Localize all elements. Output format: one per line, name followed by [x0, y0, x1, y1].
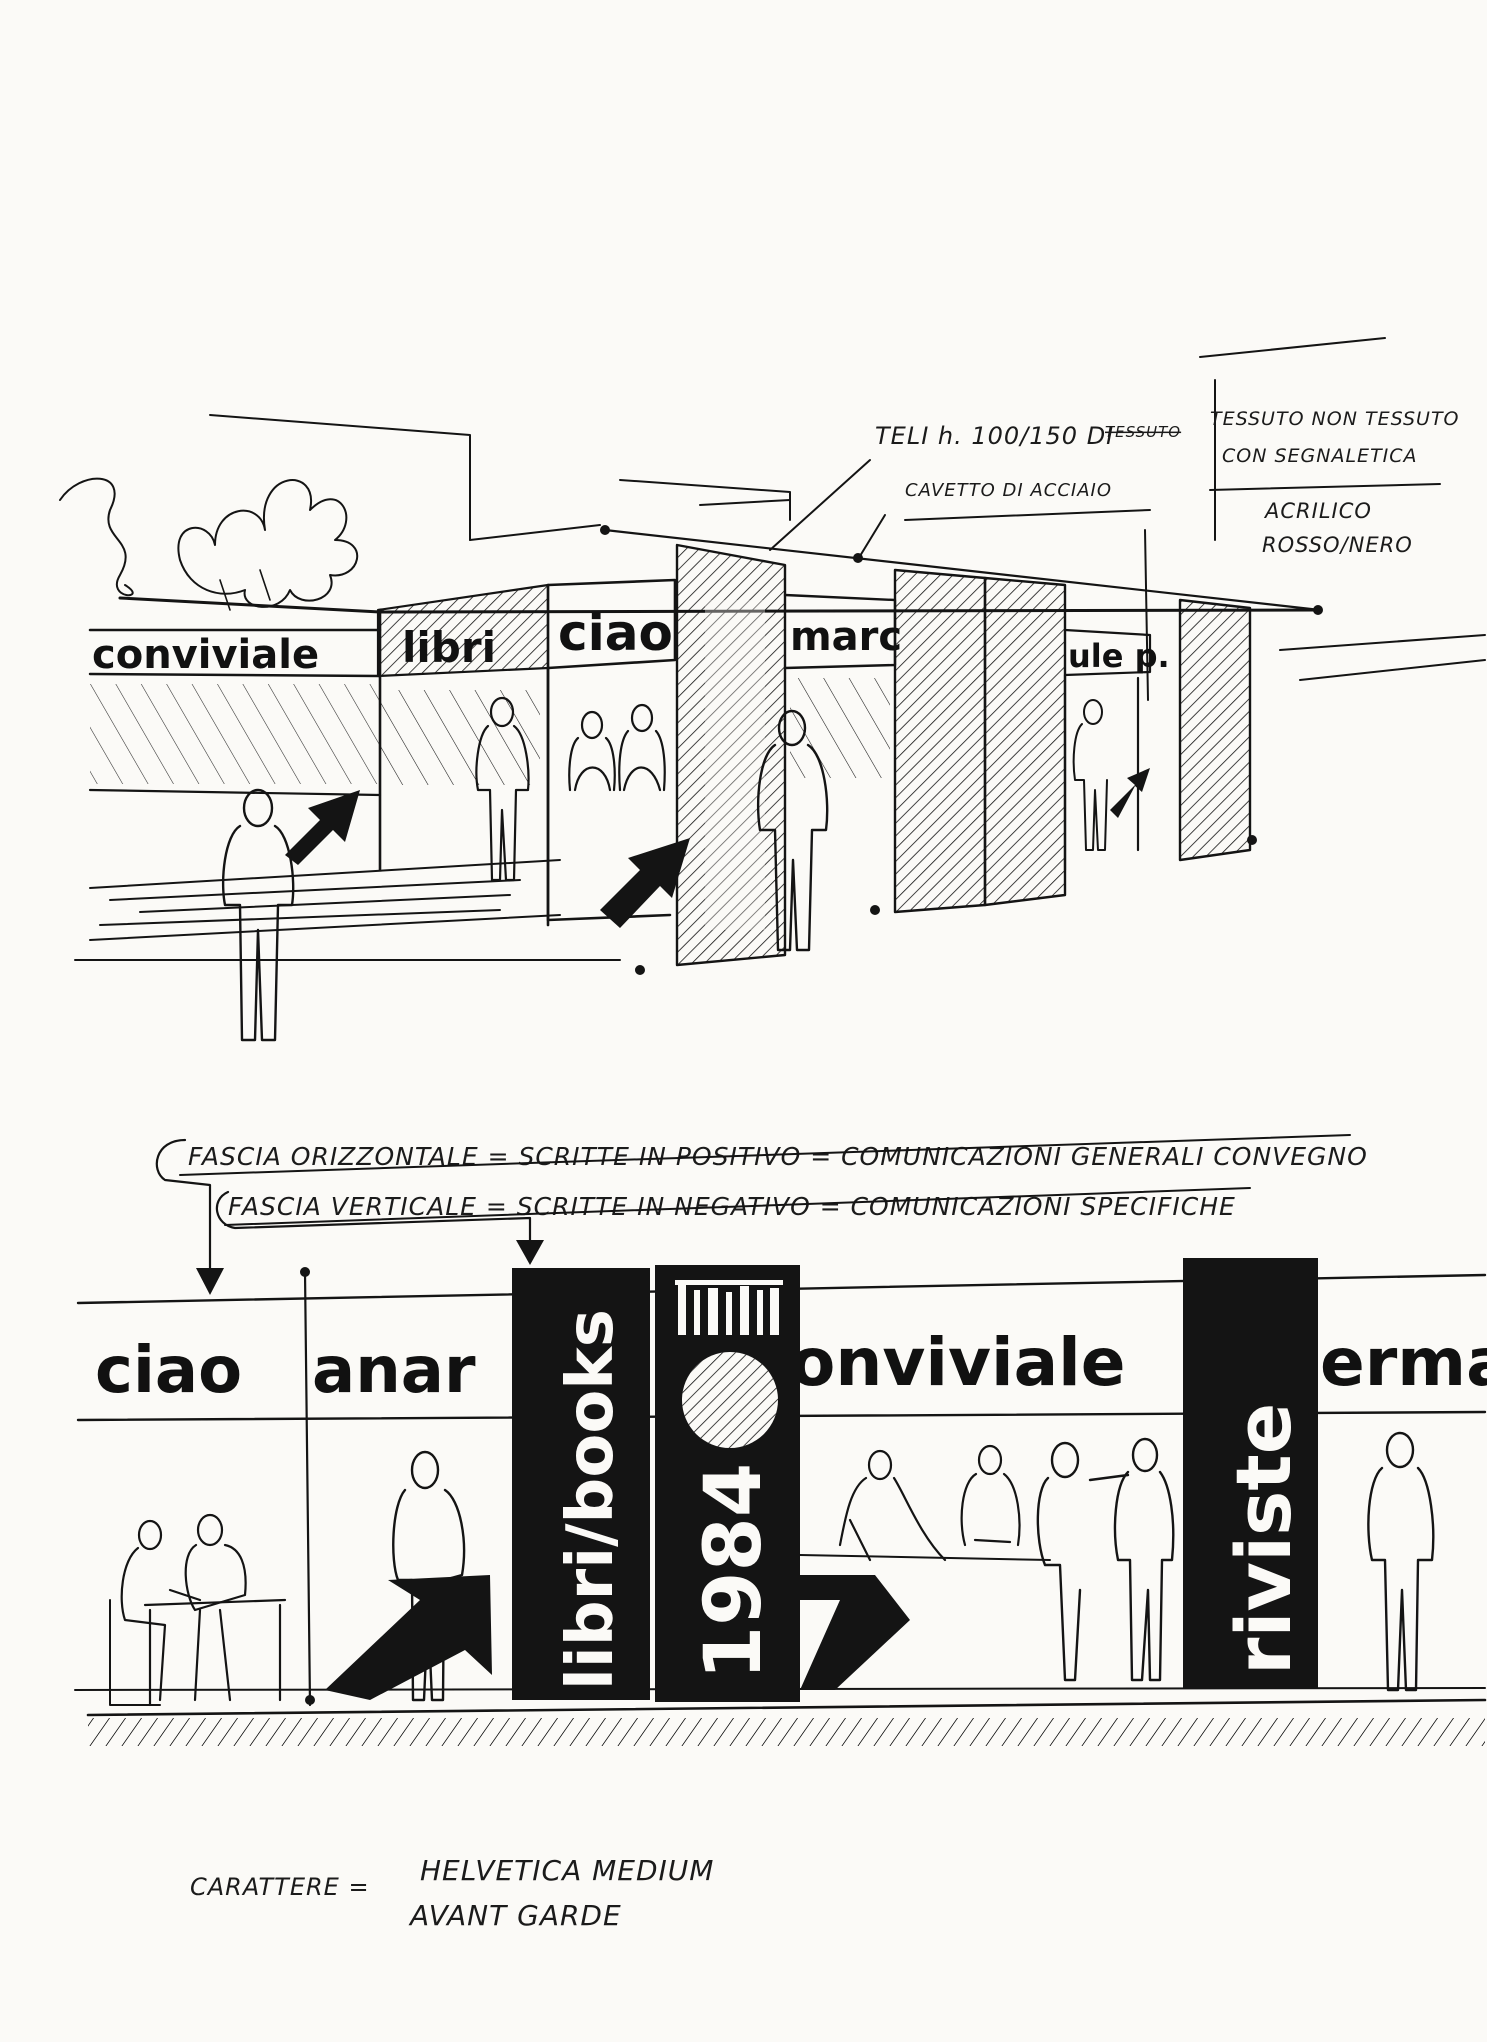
annotations-top: TELI h. 100/150 DI TESSUTO TESSUTO NON T…: [875, 408, 1460, 557]
sign-conviviale: conviviale: [92, 632, 319, 678]
banner-1984-label: 1984: [689, 1463, 779, 1680]
note-teli-struck: TESSUTO: [1105, 423, 1181, 441]
legend-orizzontale: FASCIA ORIZZONTALE = SCRITTE IN POSITIVO…: [188, 1142, 1368, 1171]
footer-notes: CARATTERE = HELVETICA MEDIUM AVANT GARDE: [190, 1854, 714, 1932]
banner-books: [512, 1268, 650, 1700]
band-conviviale: onviviale: [790, 1324, 1126, 1401]
footer-font-2: AVANT GARDE: [408, 1899, 622, 1932]
banner-riviste: [1183, 1258, 1318, 1688]
note-segnaletica: CON SEGNALETICA: [1222, 445, 1418, 467]
figure-right: [1072, 699, 1108, 851]
perspective-sketch: conviviale libri ciao marc ule p.: [59, 337, 1486, 1042]
legend: FASCIA ORIZZONTALE = SCRITTE IN POSITIVO…: [155, 1134, 1368, 1295]
sign-ciao: ciao: [558, 604, 673, 662]
band-erma: erma: [1320, 1324, 1487, 1401]
note-teli: TELI h. 100/150 DI: [875, 422, 1114, 450]
figure-far-right: [1367, 1431, 1435, 1692]
figures-counter: [838, 1444, 1021, 1562]
footer-font-1: HELVETICA MEDIUM: [420, 1854, 714, 1887]
figures-seated-left: [120, 1513, 247, 1702]
elevation-sketch: ciao anar onviviale erma libri/books 198…: [74, 1258, 1487, 1746]
figure-front-left: [221, 788, 295, 1042]
figure-center: [756, 709, 829, 952]
sign-ule: ule p.: [1068, 637, 1170, 675]
sign-marc: marc: [790, 614, 902, 660]
note-acrilico: ACRILICO: [1263, 499, 1372, 523]
note-rosso-nero: ROSSO/NERO: [1262, 533, 1413, 557]
figures-standing-right: [1036, 1437, 1175, 1682]
banner-1984: [655, 1265, 800, 1702]
figures-seated: [568, 703, 666, 792]
note-tessuto: TESSUTO NON TESSUTO: [1210, 408, 1460, 430]
sign-libri: libri: [402, 623, 496, 672]
figure-mid: [475, 696, 530, 882]
banner-stripes: [675, 1280, 783, 1335]
figure-standing-left: [392, 1450, 466, 1702]
footer-carattere: CARATTERE =: [190, 1873, 370, 1901]
band-anar: anar: [312, 1334, 476, 1408]
banner-books-label: libri/books: [554, 1309, 628, 1690]
note-cavetto: CAVETTO DI ACCIAIO: [905, 480, 1112, 501]
banner-riviste-label: riviste: [1219, 1403, 1308, 1675]
band-ciao: ciao: [95, 1334, 242, 1408]
